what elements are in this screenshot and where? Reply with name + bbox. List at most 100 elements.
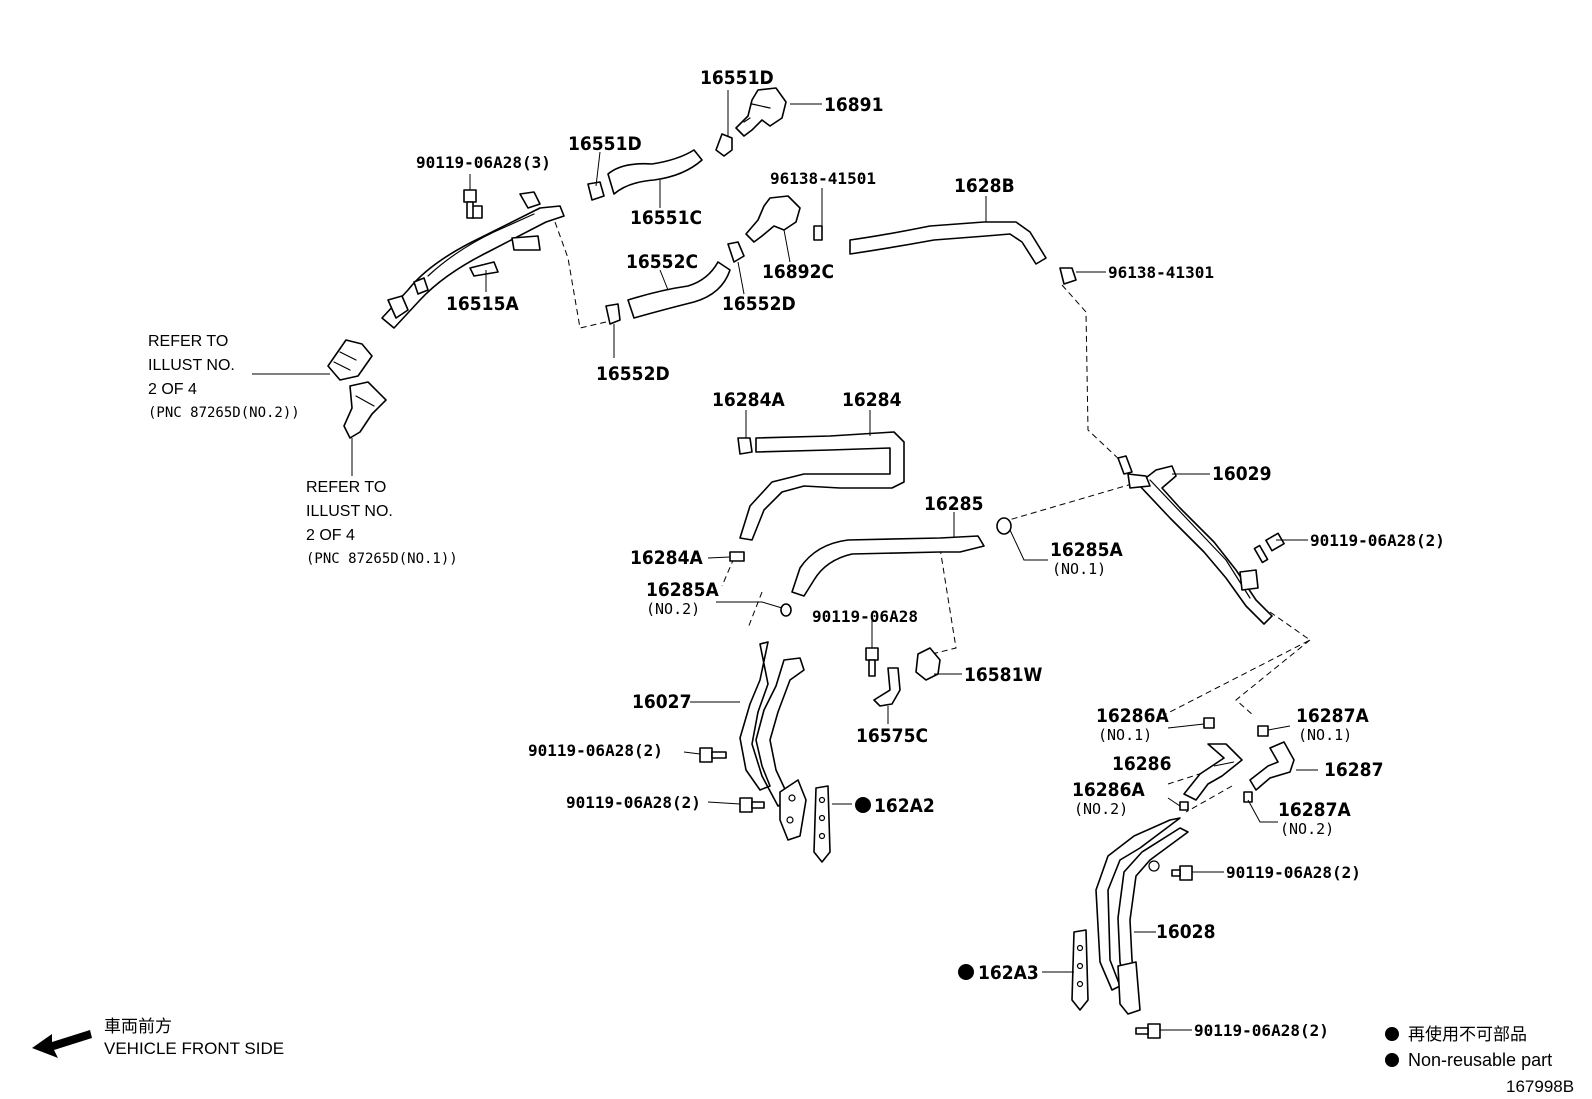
part-16027-pipe[interactable] bbox=[739, 641, 807, 841]
refer-no1-line2: ILLUST NO. bbox=[306, 503, 393, 520]
legend-jp: 再使用不可部品 bbox=[1408, 1024, 1527, 1044]
label-16285: 16285 bbox=[924, 493, 983, 515]
label-16892C: 16892C bbox=[762, 261, 834, 283]
part-1628B-hose[interactable] bbox=[849, 221, 1047, 265]
legend-en: Non-reusable part bbox=[1408, 1050, 1552, 1070]
part-16285A-no2-clip[interactable] bbox=[780, 603, 792, 617]
label-90119-06A28-center: 90119-06A28 bbox=[812, 607, 918, 626]
label-16552D-a: 16552D bbox=[722, 293, 796, 315]
refer-no1-line4: (PNC 87265D(NO.1)) bbox=[306, 551, 458, 567]
part-16575C-bracket[interactable] bbox=[873, 667, 901, 707]
label-162A2: 162A2 bbox=[874, 795, 935, 817]
refer-block-no1: REFER TO ILLUST NO. 2 OF 4 (PNC 87265D(N… bbox=[306, 479, 458, 567]
label-16284A-bottom: 16284A bbox=[630, 547, 703, 569]
part-connector-refer-no1[interactable] bbox=[343, 381, 387, 439]
label-90119-06A28-2-e: 90119-06A28(2) bbox=[1194, 1021, 1329, 1040]
label-16286: 16286 bbox=[1112, 753, 1171, 775]
label-16284A-top: 16284A bbox=[712, 389, 785, 411]
part-90119-bolt-center[interactable] bbox=[865, 647, 879, 677]
part-90119-bolt-16027-a[interactable] bbox=[699, 747, 727, 763]
refer-no2-line3: 2 OF 4 bbox=[148, 381, 197, 398]
part-16552D-clip-lower[interactable] bbox=[605, 303, 621, 325]
part-96138-41301-clip[interactable] bbox=[1059, 267, 1077, 285]
label-16287: 16287 bbox=[1324, 759, 1383, 781]
label-16286A-no2-sub: (NO.2) bbox=[1074, 800, 1128, 818]
part-16551D-clip-top[interactable] bbox=[715, 133, 733, 157]
part-16287A-no2-clip[interactable] bbox=[1243, 791, 1253, 803]
label-96138-41501: 96138-41501 bbox=[770, 169, 876, 188]
refer-no1-line1: REFER TO bbox=[306, 479, 386, 496]
part-16028-pipe[interactable] bbox=[1095, 817, 1189, 1015]
dashed-connections bbox=[554, 221, 1311, 813]
non-reusable-marker-162A2 bbox=[855, 797, 871, 813]
label-16285A-no1: 16285A bbox=[1050, 539, 1123, 561]
part-16286-hose[interactable] bbox=[1183, 743, 1243, 801]
part-16551C-hose[interactable] bbox=[607, 149, 703, 195]
part-90119-bolt-16028-b[interactable] bbox=[1135, 1023, 1161, 1039]
label-16286A-no1-sub: (NO.1) bbox=[1098, 726, 1152, 744]
part-16892C-connector[interactable] bbox=[745, 195, 801, 243]
label-16284: 16284 bbox=[842, 389, 902, 411]
label-16891: 16891 bbox=[824, 94, 883, 116]
part-16029-pipe[interactable] bbox=[1117, 455, 1273, 625]
label-90119-06A28-2-d: 90119-06A28(2) bbox=[1226, 863, 1361, 882]
legend: 再使用不可部品 Non-reusable part bbox=[1385, 1024, 1552, 1070]
label-16575C: 16575C bbox=[856, 725, 928, 747]
diagram-id: 167998B bbox=[1506, 1077, 1574, 1096]
label-162A3: 162A3 bbox=[978, 962, 1039, 984]
label-16551D-top: 16551D bbox=[700, 67, 774, 89]
part-16287A-no1-clip[interactable] bbox=[1257, 725, 1269, 737]
label-16515A: 16515A bbox=[446, 293, 519, 315]
refer-no2-line2: ILLUST NO. bbox=[148, 357, 235, 374]
part-16515A-pipe[interactable] bbox=[381, 191, 565, 329]
part-labels: 16551D 16891 16551D 16551C 90119-06A28(3… bbox=[416, 67, 1445, 1040]
label-16285A-no1-sub: (NO.1) bbox=[1052, 560, 1106, 578]
label-90119-06A28-2-a: 90119-06A28(2) bbox=[1310, 531, 1445, 550]
label-16551C: 16551C bbox=[630, 207, 702, 229]
label-16287A-no1-sub: (NO.1) bbox=[1298, 726, 1352, 744]
part-162A2-gasket[interactable] bbox=[813, 785, 831, 863]
part-connector-refer-no2[interactable] bbox=[327, 339, 373, 381]
refer-block-no2: REFER TO ILLUST NO. 2 OF 4 (PNC 87265D(N… bbox=[148, 333, 300, 421]
vehicle-front-jp: 車両前方 bbox=[104, 1017, 172, 1036]
part-16285-hose[interactable] bbox=[791, 535, 985, 597]
vehicle-front-indicator: 車両前方 VEHICLE FRONT SIDE bbox=[32, 1017, 284, 1058]
part-96138-41501-clip[interactable] bbox=[813, 225, 823, 241]
part-16552D-clip-upper[interactable] bbox=[727, 241, 745, 263]
non-reusable-marker-162A3 bbox=[958, 964, 974, 980]
part-16284A-clip-top[interactable] bbox=[737, 437, 753, 455]
vehicle-front-en: VEHICLE FRONT SIDE bbox=[104, 1039, 284, 1058]
legend-dot-icon-jp bbox=[1385, 1027, 1399, 1041]
label-16581W: 16581W bbox=[964, 664, 1042, 686]
part-90119-bolt-16027-b[interactable] bbox=[739, 797, 765, 813]
part-162A3-gasket[interactable] bbox=[1071, 929, 1089, 1011]
label-16287A-no2-sub: (NO.2) bbox=[1280, 820, 1334, 838]
label-16027: 16027 bbox=[632, 691, 691, 713]
label-16287A-no2: 16287A bbox=[1278, 799, 1351, 821]
label-16029: 16029 bbox=[1212, 463, 1271, 485]
refer-no2-line4: (PNC 87265D(NO.2)) bbox=[148, 405, 300, 421]
label-16552D-b: 16552D bbox=[596, 363, 670, 385]
label-16286A-no1: 16286A bbox=[1096, 705, 1169, 727]
label-16285A-no2-sub: (NO.2) bbox=[646, 600, 700, 618]
label-16286A-no2: 16286A bbox=[1072, 779, 1145, 801]
label-16285A-no2: 16285A bbox=[646, 579, 719, 601]
part-16287-hose[interactable] bbox=[1249, 741, 1295, 791]
part-90119-bolt-16029[interactable] bbox=[1253, 532, 1285, 564]
leader-lines bbox=[252, 90, 1318, 1031]
part-16286A-no1-clip[interactable] bbox=[1203, 717, 1215, 729]
label-90119-06A28-3: 90119-06A28(3) bbox=[416, 153, 551, 172]
label-1628B: 1628B bbox=[954, 175, 1015, 197]
refer-no1-line3: 2 OF 4 bbox=[306, 527, 355, 544]
label-96138-41301: 96138-41301 bbox=[1108, 263, 1214, 282]
part-16552C-hose[interactable] bbox=[627, 261, 731, 319]
part-16286A-no2-clip[interactable] bbox=[1179, 801, 1189, 811]
refer-no2-line1: REFER TO bbox=[148, 333, 228, 350]
part-16284A-clip-bottom[interactable] bbox=[729, 551, 745, 562]
part-16891-connector[interactable] bbox=[735, 87, 787, 137]
part-90119-bolt-16028-a[interactable] bbox=[1171, 865, 1193, 881]
part-16285A-no1-clip[interactable] bbox=[996, 517, 1012, 535]
part-16284-hose[interactable] bbox=[739, 431, 905, 541]
label-90119-06A28-2-c: 90119-06A28(2) bbox=[566, 793, 701, 812]
